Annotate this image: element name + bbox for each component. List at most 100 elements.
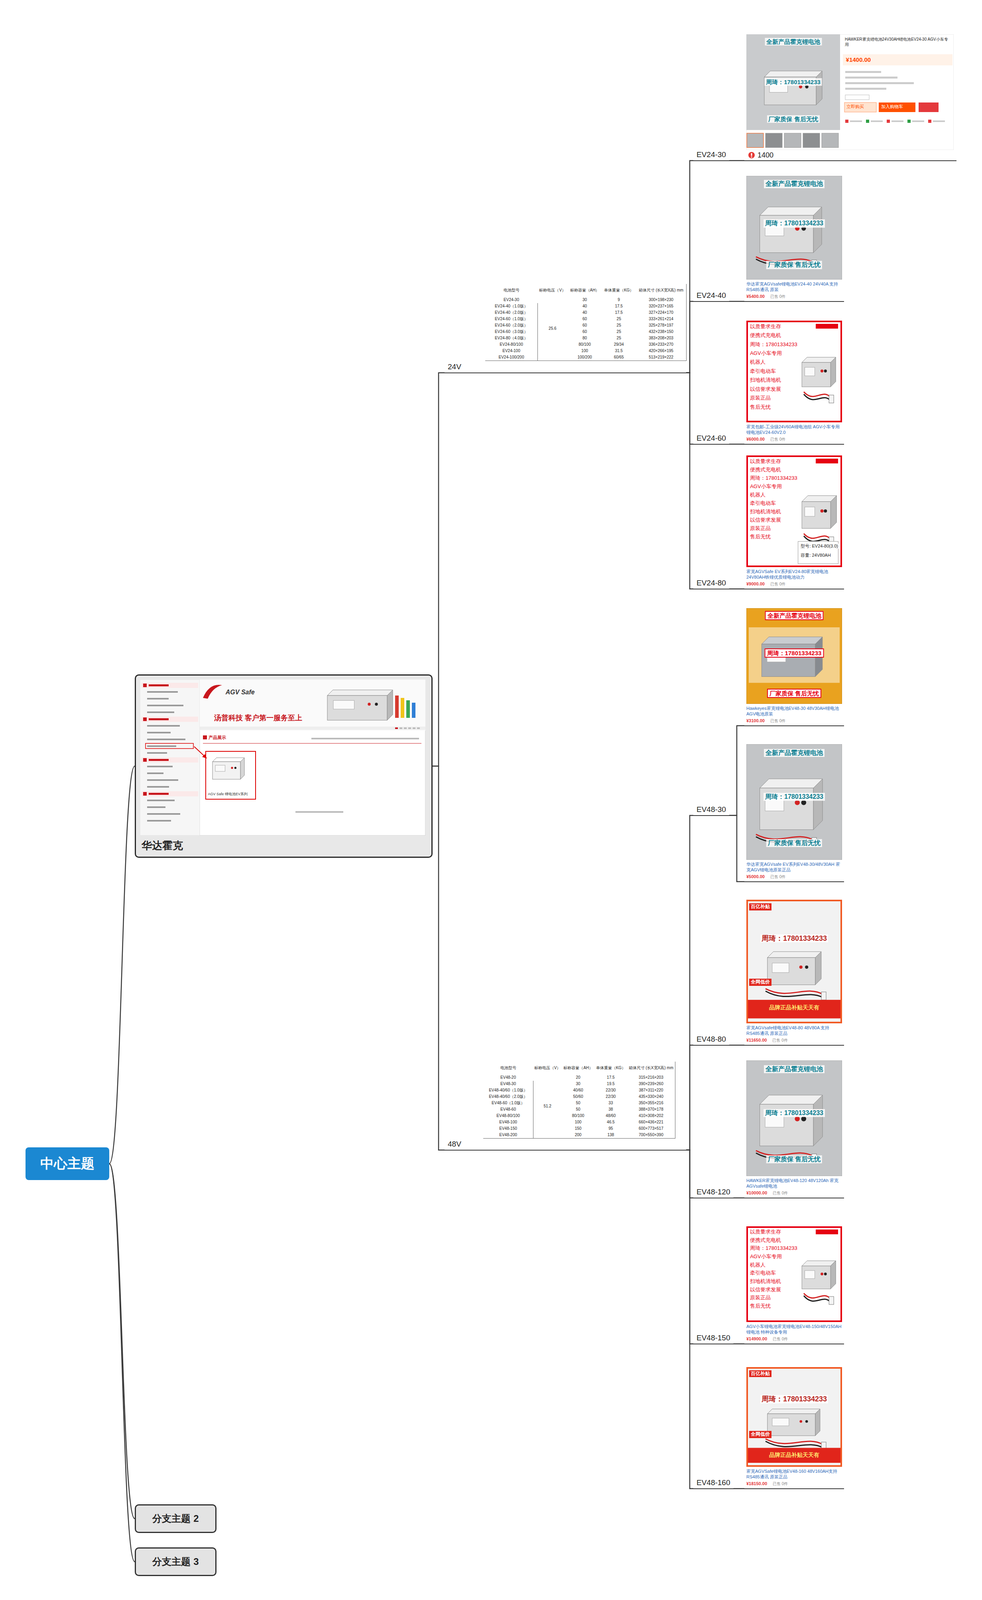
watermark-text: 以质量求生存 (749, 323, 782, 330)
table-cell: 325×278×197 (635, 322, 687, 329)
table-cell: 40 (567, 303, 603, 310)
watermark-text: AGV小车专用 (749, 1253, 783, 1260)
table-cell: 50 (561, 1099, 595, 1107)
subtopic: EV24-40 (693, 290, 730, 302)
sold-count: 已售 0件 (770, 436, 786, 443)
table-cell: 38 (594, 1105, 628, 1113)
sold-count: 已售 0件 (770, 873, 786, 880)
table-cell: 电池型号 (483, 1061, 534, 1075)
table-cell: 600×773×517 (627, 1125, 676, 1132)
watermark-text: 便携式充电机 (749, 1237, 782, 1244)
product-card: 华达霍克AGVsafe锂电池EV24-40 24V40A 支持RS485通讯 原… (744, 174, 845, 302)
table-cell: EV24-60（2.0版） (485, 322, 538, 329)
branch-line (729, 725, 745, 816)
watermark-text: 扫地机清地机 (749, 1278, 782, 1285)
product-card: 霍克AGVsafe锂电池EV48-80 48V80A 支持RS485通讯 原装正… (744, 897, 845, 1046)
table-cell: 标称容量（AH） (561, 1061, 595, 1075)
shop-screenshot (746, 34, 954, 150)
price: ¥5000.00 (746, 873, 765, 879)
branch-line (432, 372, 445, 766)
table-cell: 60 (567, 328, 603, 336)
table-cell: 48/60 (594, 1112, 628, 1120)
table-cell: 33 (594, 1099, 628, 1107)
branch-topic: 48V (444, 1138, 687, 1151)
table-cell: 25.6 (537, 296, 569, 361)
main-topic: 华达霍克 (134, 674, 433, 858)
product-card: 华达霍克AGVsafe EV系列EV48-30/48V30AH 霍克AGV锂电池… (744, 742, 845, 882)
topic-label: EV24-80 (696, 578, 727, 588)
table-cell: 513×219×222 (635, 354, 687, 361)
table-cell: 80 (567, 334, 603, 342)
table-cell: 22/30 (594, 1086, 628, 1094)
topic-label: 华达霍克 (139, 838, 428, 853)
topic-label: EV24-60 (696, 433, 727, 443)
table-cell: 410×308×202 (627, 1112, 676, 1120)
table-cell: 80/100 (561, 1112, 595, 1120)
price: ¥10000.00 (746, 1190, 768, 1195)
sold-count: 已售 0件 (772, 1037, 788, 1044)
product-title: Hawkeyes霍克锂电池EV48-30 48V30AH锂电池AGV电池原装 (746, 705, 843, 717)
table-cell: 单体重量（KG） (594, 1061, 628, 1075)
branch-line (686, 301, 694, 373)
subtopic: EV48-150 (693, 1332, 734, 1345)
subtopic: EV48-120 (693, 1186, 734, 1199)
table-cell: 箱体尺寸 (长X宽X高) mm (627, 1061, 676, 1075)
table-cell: 40/60 (561, 1086, 595, 1094)
watermark-text: 全新产品霍克锂电池 (764, 37, 822, 46)
branch-line (733, 1343, 745, 1345)
product-title: 霍克AGVSafe锂电池EV48-160 48V160AH支持RS485通讯 原… (746, 1468, 843, 1480)
watermark-text: 以质量求生存 (749, 1228, 782, 1235)
branch-line (686, 1149, 694, 1489)
table-cell: 25 (601, 322, 637, 329)
watermark-text: 型号: EV24-80(3.0) (799, 543, 839, 549)
table-cell: EV48-60 (483, 1105, 534, 1113)
table-cell: 46.5 (594, 1118, 628, 1126)
watermark-text: 周琦：17801334233 (764, 648, 825, 658)
topic-label: 1400 (757, 152, 774, 158)
watermark-text: AGV小车专用 (749, 350, 783, 357)
branch-line (729, 588, 745, 590)
table-cell: 300×198×230 (635, 296, 687, 304)
watermark-text: 扫地机清地机 (749, 508, 782, 515)
watermark-text: 周琦：17801334233 (763, 1108, 825, 1117)
watermark-text: 加入购物车 (881, 104, 904, 110)
table-cell: EV24-40（1.0版） (485, 303, 538, 310)
price: ¥11650.00 (746, 1037, 767, 1043)
table-cell: 138 (594, 1131, 628, 1139)
table-cell: 420×266×195 (635, 347, 687, 355)
website-screenshot (139, 679, 426, 836)
watermark-text: 周琦：17801334233 (764, 78, 823, 86)
sold-count: 已售 0件 (770, 293, 786, 300)
topic-label: EV48-120 (696, 1187, 731, 1197)
topic-label: 48V (447, 1139, 683, 1149)
branch-line (686, 815, 694, 1150)
table-cell: 60/65 (601, 354, 637, 361)
table-cell: 17.5 (594, 1074, 628, 1081)
table-cell: 350×355×216 (627, 1099, 676, 1107)
branch-line (729, 1044, 745, 1046)
branch-line (432, 765, 445, 1150)
watermark-text: 售后无忧 (749, 404, 772, 411)
watermark-text: 原装正品 (749, 395, 772, 402)
price: ¥5400.00 (746, 293, 765, 299)
table-cell: 30 (561, 1080, 595, 1088)
sold-count: 已售 0件 (772, 1480, 788, 1487)
branch-line (686, 372, 694, 589)
watermark-text: 厂家质保 售后无忧 (766, 1155, 823, 1164)
topic-label: EV24-30 (696, 150, 727, 160)
branch-topic: 24V (444, 361, 687, 374)
branch-line (686, 1044, 694, 1150)
table-cell: 9 (601, 296, 637, 304)
product-title: 华达霍克AGVsafe锂电池EV24-40 24V40A 支持RS485通讯 原… (746, 281, 843, 293)
sold-count: 已售 0件 (770, 718, 786, 724)
watermark-text: 机器人 (749, 359, 767, 366)
watermark-text: 全新产品霍克锂电池 (763, 179, 825, 188)
table-cell: 95 (594, 1125, 628, 1132)
branch-topic: 分支主题 2 (134, 1503, 217, 1533)
watermark-text: 品牌正品补贴天天有 (766, 1450, 822, 1459)
watermark-text: 以信誉求发展 (749, 1286, 782, 1293)
watermark-text: 厂家质保 售后无忧 (767, 688, 822, 698)
product-title: 华达霍克AGVsafe EV系列EV48-30/48V30AH 霍克AGV锂电池… (746, 861, 843, 873)
